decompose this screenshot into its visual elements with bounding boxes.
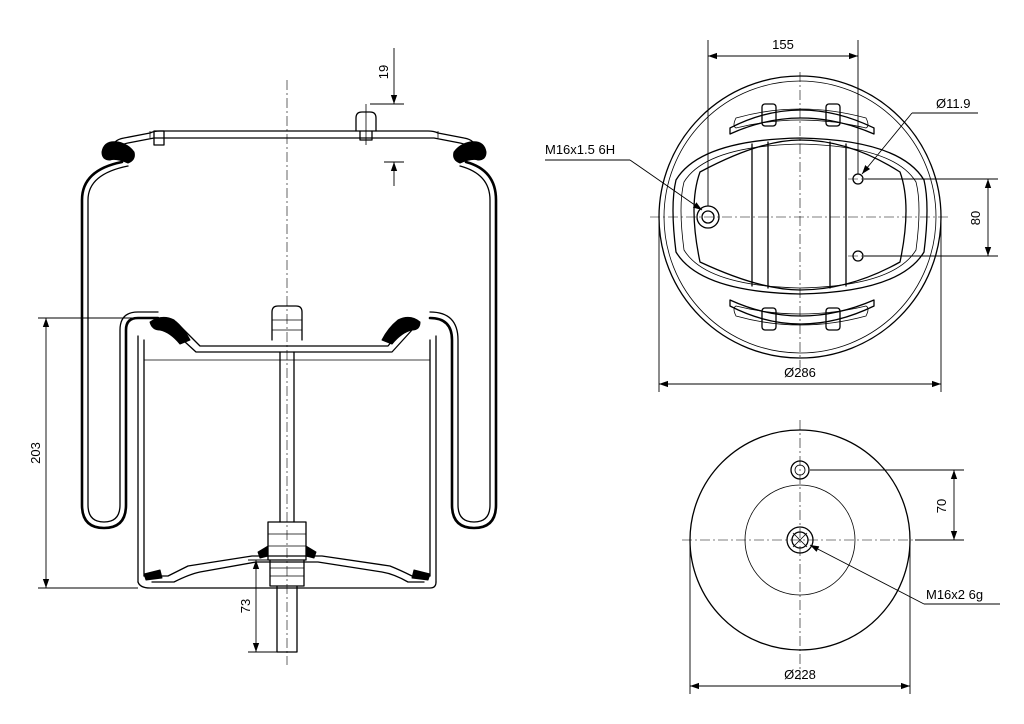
dim-286: Ø286	[658, 217, 942, 392]
dim-203-label: 203	[28, 442, 43, 464]
callout-port-thread: M16x1.5 6H	[545, 142, 703, 211]
dim-80-label: 80	[968, 211, 983, 225]
piston	[137, 316, 437, 589]
callout-port-thread-label: M16x1.5 6H	[545, 142, 615, 157]
callout-stud-thread-label: M16x2 6g	[926, 587, 983, 602]
dim-19: 19	[370, 48, 404, 186]
dim-155-label: 155	[772, 37, 794, 52]
dim-80: 80	[864, 178, 998, 257]
dim-hole-label: Ø11.9	[936, 96, 970, 111]
dim-19-label: 19	[376, 65, 391, 79]
dim-228-label: Ø228	[784, 667, 816, 682]
callout-stud-thread: M16x2 6g	[809, 544, 1000, 605]
top-view: 155 Ø11.9 80 Ø286 M16x1.5 6H	[545, 37, 998, 392]
dim-70-label: 70	[934, 499, 949, 513]
dim-70: 70	[810, 469, 964, 541]
dim-155: 155	[707, 37, 859, 206]
dim-228: Ø228	[689, 540, 911, 694]
dim-203: 203	[28, 317, 150, 589]
dim-73: 73	[238, 559, 277, 653]
center-stud	[257, 305, 317, 653]
bottom-view: 70 Ø228 M16x2 6g	[682, 420, 1000, 694]
dim-hole: Ø11.9	[861, 96, 978, 175]
dim-73-label: 73	[238, 599, 253, 613]
bellows	[80, 160, 498, 530]
side-view: 19 203 73	[28, 48, 498, 665]
dim-286-label: Ø286	[784, 365, 816, 380]
top-plate	[101, 104, 487, 164]
